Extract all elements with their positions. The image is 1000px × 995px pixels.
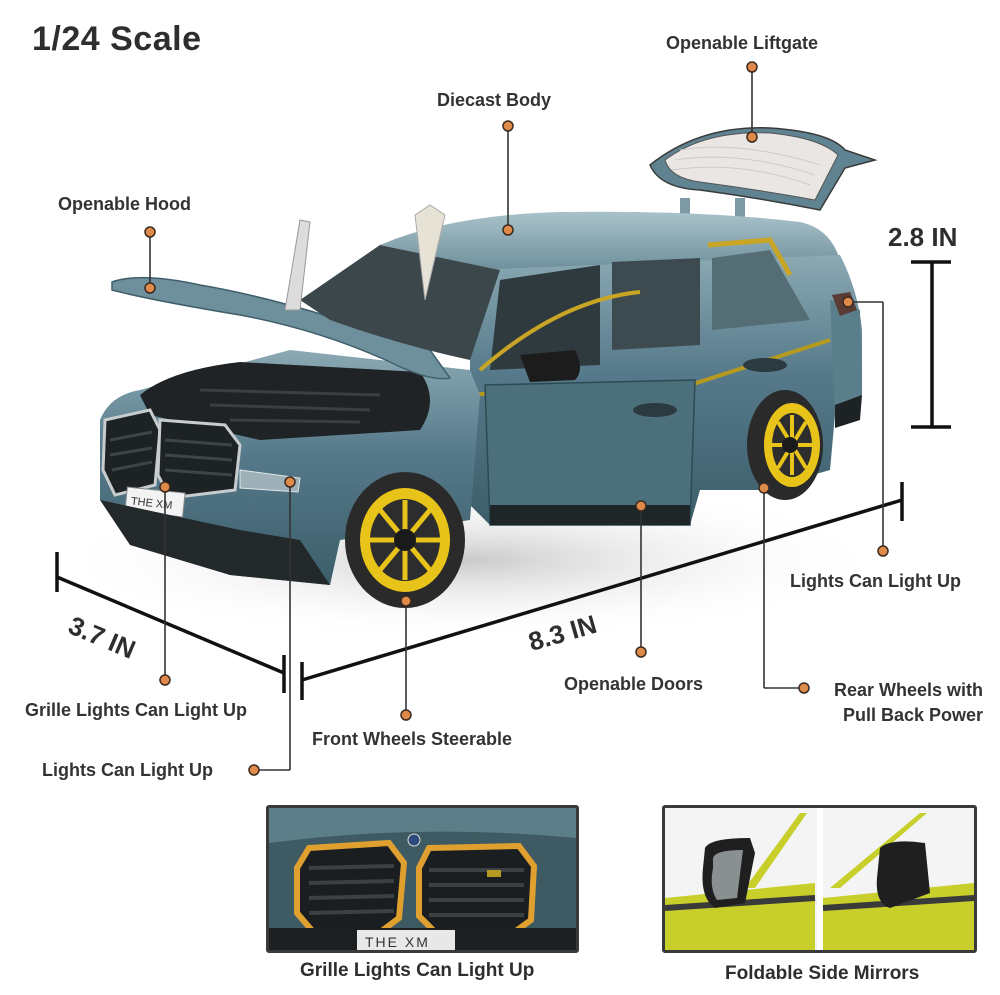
label-rear-lights: Lights Can Light Up: [790, 571, 961, 591]
label-front-lights: Lights Can Light Up: [42, 760, 213, 780]
front-window: [490, 265, 600, 370]
label-openable-hood: Openable Hood: [58, 194, 192, 214]
side-mirror: [520, 350, 580, 382]
middle-window: [612, 258, 700, 350]
open-hood: [111, 276, 452, 380]
license-plate: THE XM: [130, 496, 173, 512]
inset-mirrors-photo: [662, 805, 977, 953]
front-wheel: [345, 472, 465, 608]
label-rear-wheels: Rear Wheels with Pull Back Power: [790, 680, 983, 726]
inset-grille-photo: THE XM: [266, 805, 579, 953]
liftgate: [649, 127, 878, 220]
label-rear-wheels-line2: Pull Back Power: [842, 705, 983, 725]
callout-dots: [144, 61, 889, 776]
car-grille: [101, 408, 242, 500]
label-openable-doors: Openable Doors: [564, 674, 704, 694]
windshield: [300, 245, 500, 360]
inset-grille-caption: Grille Lights Can Light Up: [300, 960, 535, 981]
label-openable-liftgate: Openable Liftgate: [666, 33, 819, 53]
rear-window: [712, 250, 810, 330]
label-front-wheels: Front Wheels Steerable: [312, 729, 513, 749]
inset-plate: THE XM: [365, 934, 430, 950]
scale-title: 1/24 Scale: [32, 20, 202, 58]
label-grille-lights: Grille Lights Can Light Up: [25, 700, 247, 720]
label-diecast-body: Diecast Body: [437, 90, 552, 110]
car-roof: [380, 211, 840, 270]
rear-wheel: [747, 390, 823, 500]
dimension-lines: [55, 260, 951, 700]
height-dimension: 2.8 IN: [888, 222, 958, 252]
open-front-door: [484, 379, 696, 526]
leader-lines: [149, 67, 884, 771]
inset-mirrors-caption: Foldable Side Mirrors: [725, 963, 920, 984]
label-rear-wheels-line1: Rear Wheels with: [833, 680, 983, 700]
